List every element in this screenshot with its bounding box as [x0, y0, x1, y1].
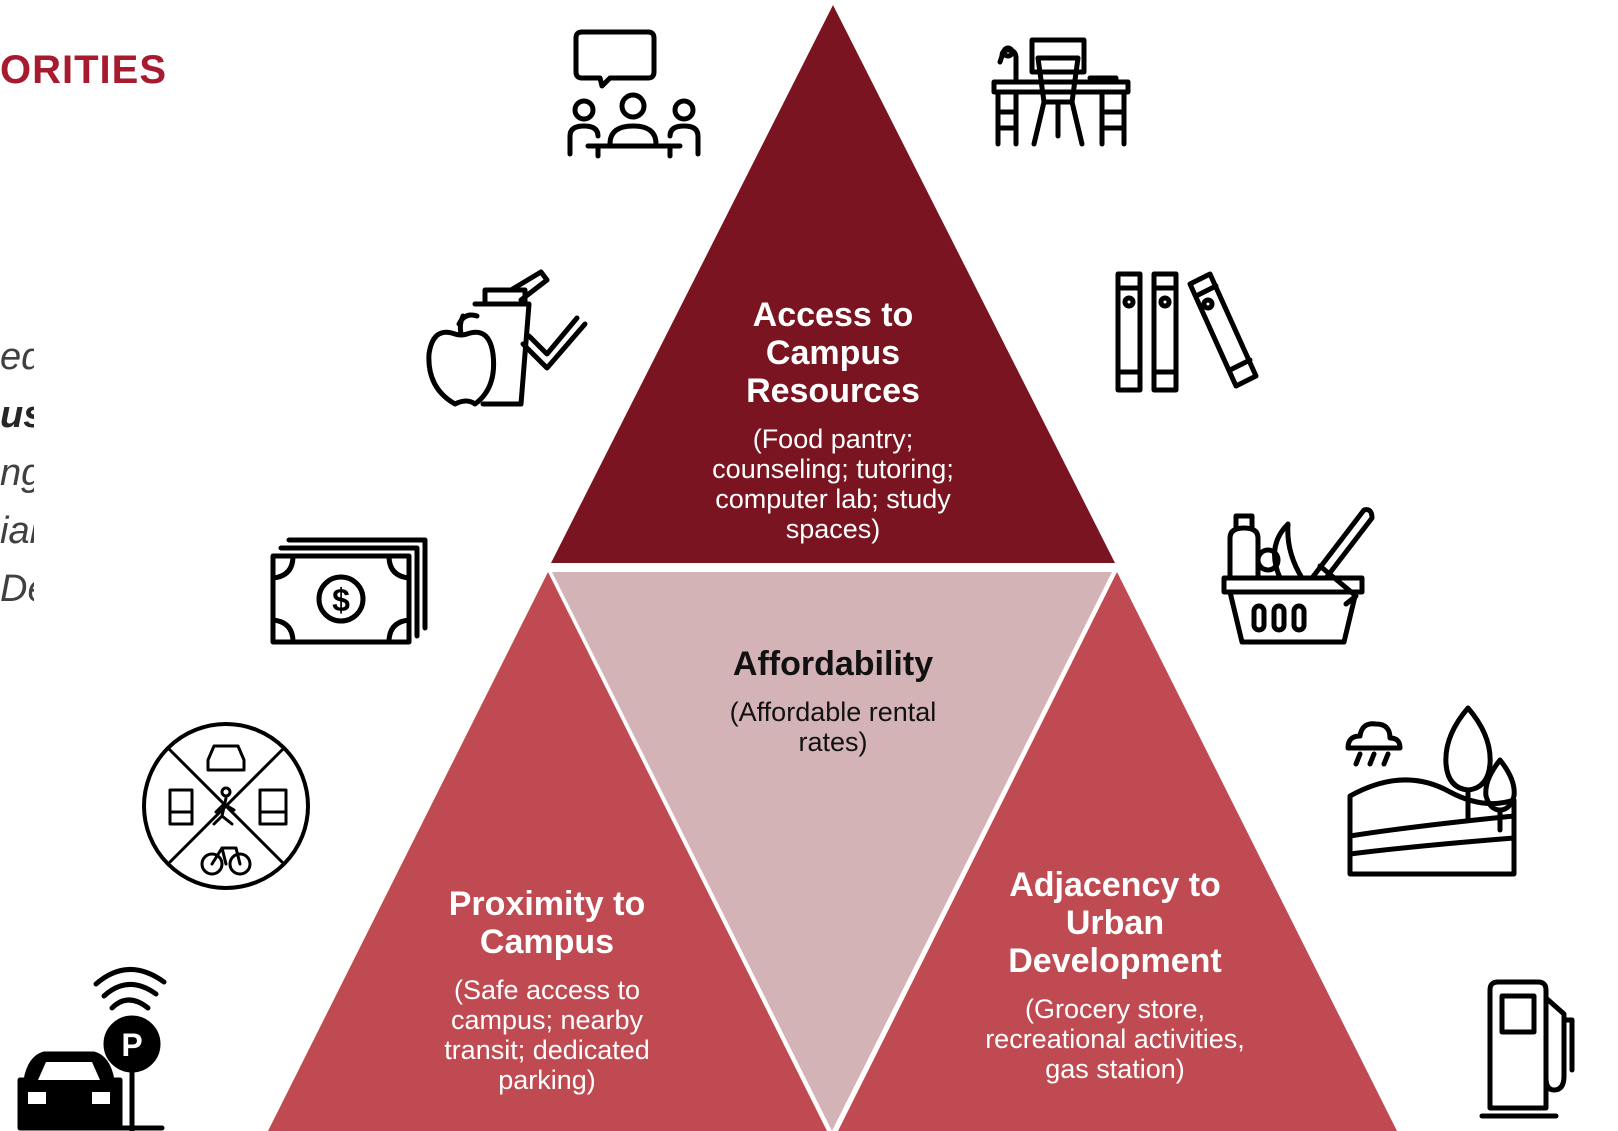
- right-node-title: Adjacency to Urban Development: [1008, 866, 1222, 980]
- books-icon: [1114, 271, 1259, 394]
- page-heading: ORITIES: [0, 48, 168, 92]
- top-triangle: [551, 5, 1115, 563]
- transit-modes-icon: [140, 720, 312, 892]
- svg-text:$: $: [332, 582, 350, 618]
- side-line-4: ial: [0, 510, 34, 552]
- side-line-2: us: [0, 394, 34, 436]
- left-node-subtitle: (Safe access to campus; nearby transit; …: [444, 975, 650, 1095]
- desk-chair-icon: [988, 37, 1138, 150]
- grocery-basket-icon: [1216, 506, 1386, 648]
- top-node-label: Access to Campus Resources (Food pantry;…: [690, 296, 976, 544]
- center-node-label: Affordability (Affordable rental rates): [700, 645, 966, 757]
- side-line-1: ed: [0, 336, 34, 378]
- top-node-title: Access to Campus Resources: [746, 296, 920, 410]
- top-node-subtitle: (Food pantry; counseling; tutoring; comp…: [712, 424, 954, 544]
- right-triangle: [838, 572, 1397, 1131]
- side-line-5: De: [0, 568, 34, 610]
- group-discussion-icon: [567, 26, 708, 159]
- money-icon: $: [270, 536, 431, 648]
- side-text: ed us ng ial De: [0, 328, 34, 618]
- right-node-subtitle: (Grocery store, recreational activities,…: [985, 994, 1245, 1084]
- food-checklist-icon: [425, 269, 588, 412]
- right-node-label: Adjacency to Urban Development (Grocery …: [985, 866, 1245, 1084]
- center-node-title: Affordability: [732, 645, 934, 683]
- svg-text:P: P: [121, 1027, 142, 1063]
- left-node-label: Proximity to Campus (Safe access to camp…: [422, 885, 672, 1095]
- center-triangle: [552, 572, 1112, 1131]
- landscape-icon: [1344, 705, 1520, 880]
- parking-icon: P: [17, 958, 182, 1131]
- left-triangle: [268, 572, 827, 1131]
- side-line-3: ng: [0, 452, 34, 494]
- center-node-subtitle: (Affordable rental rates): [729, 697, 937, 757]
- gas-pump-icon: [1479, 979, 1576, 1122]
- left-node-title: Proximity to Campus: [448, 885, 646, 961]
